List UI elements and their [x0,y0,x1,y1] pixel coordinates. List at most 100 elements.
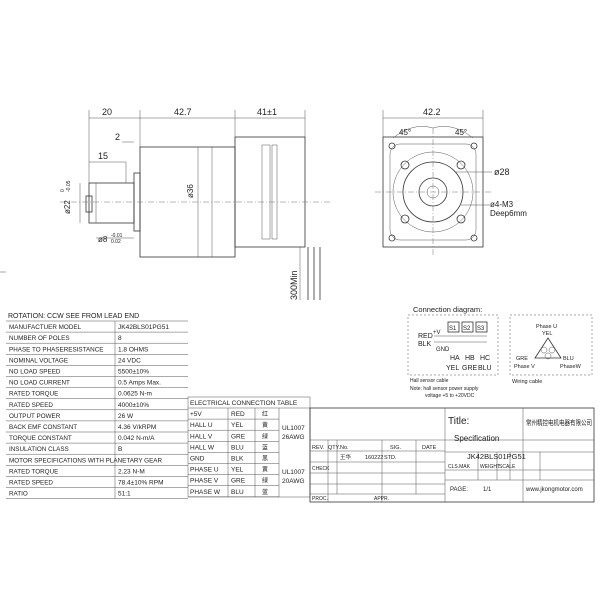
cable1-b: 26AWG [282,434,305,441]
yel-label: YEL [446,365,459,372]
rev-label: REV. [312,445,325,451]
phase-u-color: YEL [542,331,552,337]
gnd-label: GND [436,347,450,353]
cls-label: CLS.MAK [448,464,471,470]
spec-row-value: JK42BLS01PG51 [118,324,169,331]
elec-row-color: RED [231,411,245,418]
s2-label: S2 [463,326,471,332]
spec-row-label: RATED SPEED [9,402,53,409]
motor-body [234,136,306,248]
phase-u-label: Phase U [536,324,557,330]
elec-row-cn: 蓝 [262,488,268,496]
wiring-label: Wiring cable [512,379,542,385]
check-label: CHECK [312,466,330,472]
dim-phi8-tol2: 0.02 [111,239,121,245]
elec-row-pin: HALL V [190,433,213,440]
spec-row-label: RATED SPEED [9,480,53,487]
front-view: 42.2 45° 45° ø28 ø4-M3 Deep6mm [375,107,527,256]
spec-row-value: 8 [118,335,122,342]
dim-phi4m3: ø4-M3 [490,200,514,209]
dim-phi28: ø28 [494,167,510,177]
company-name: 常州精控电机电器有限公司 [526,418,592,427]
phase-v-label: Phase V [514,364,535,370]
elec-row-cn: 绿 [262,477,268,485]
dim-42-7: 42.7 [174,107,192,117]
spec-row-label: OUTPUT POWER [9,413,61,420]
dim-41: 41±1 [257,107,277,117]
hb-label: HB [465,355,475,362]
dim-phi22-tol: 0 [60,189,66,192]
spec-row-value: 51:1 [118,491,131,498]
spec-row-label: BACK EMF CONSTANT [9,424,77,431]
website: www.jkongmotor.com [525,487,583,493]
elec-row-cn: 红 [262,410,268,418]
spec-row-label: RATED TORQUE [9,468,58,475]
spec-row-label: NUMBER OF POLES [9,335,70,342]
red-label: RED [418,333,433,340]
s1-label: S1 [449,326,457,332]
dim-phi22: ø22 [63,200,72,214]
ha-label: HA [450,355,460,362]
num-val: 160222 [365,455,383,461]
elec-row-pin: HALL W [190,444,215,451]
page-label: PAGE: [450,487,468,493]
spec-row-label: PHASE TO PHASERESISTANCE [9,346,103,353]
mount-hole-3 [400,214,410,224]
gearbox-body [139,146,236,258]
elec-row-pin: PHASE V [190,478,219,485]
s3-label: S3 [477,326,485,332]
elec-row-color: YEL [231,422,244,429]
hc-label: HC [480,355,490,362]
dim-deep: Deep6mm [490,209,527,218]
spec-row-label: NO LOAD CURRENT [9,380,70,387]
note2: Note: hall sensor power supply [410,386,479,392]
blu-label: BLU [478,365,492,372]
gre-label: GRE [462,365,478,372]
mount-hole-4 [456,214,466,224]
elec-row-color: BLK [231,456,244,463]
elec-row-cn: 蓝 [262,443,268,451]
shaft-tip [85,195,93,213]
note1: Hall sensor cable [410,378,449,384]
spec-row-label: MOTOR SPECIFICATIONS WITH PLANETARY GEAR [9,457,162,464]
elec-row-color: YEL [231,467,244,474]
spec-row-value: 1.8 OHMS [118,346,149,353]
spec-row-label: TORQUE CONSTANT [9,435,72,442]
date-label: DATE [422,445,437,451]
spec-row-label: RATIO [9,491,28,498]
elec-row-pin: GND [190,456,205,463]
blk-label: BLK [418,341,432,348]
elec-row-color: GRE [231,433,246,440]
spec-row-value: 0.0625 N-m [118,391,152,398]
elec-row-cn: 黄 [262,421,268,429]
proc-label: PROC. [312,496,328,502]
weight-label: WEIGHT [480,464,500,470]
elec-row-color: BLU [231,444,244,451]
dim-20: 20 [102,107,112,117]
page-val: 1/1 [483,487,492,493]
dim-phi22-tol2: -0.05 [66,180,72,192]
elec-row-pin: +5V [190,411,202,418]
spec-row-label: NO LOAD SPEED [9,369,61,376]
qty-label: QTY. [328,445,341,451]
spec-row-label: RATED TORQUE [9,391,58,398]
sig-label: SIG. [390,445,401,451]
spec-row-value: 0.5 Amps Max. [118,380,161,387]
elec-header: ELECTRICAL CONNECTION TABLE [190,400,298,407]
dim-2: 2 [115,132,120,142]
elec-row-color: BLU [231,489,244,496]
cable2-a: UL1007 [282,469,305,476]
dim-15: 15 [98,151,108,161]
dim-phi36: ø36 [186,184,195,198]
electrical-table: ELECTRICAL CONNECTION TABLE +5V RED 红 HALL … [187,396,311,498]
title-label: Title: [448,416,469,427]
drawn-val: 王华 [340,453,352,461]
side-view: 20 42.7 41±1 2 15 ø22 0 -0.05 ø36 ø8 -0.… [60,107,330,300]
spec-row-value: B [118,446,122,453]
spec-title: Specification [454,434,499,443]
dim-300min: 300Min [289,270,299,300]
dim-42-2: 42.2 [423,107,441,117]
spec-table: ROTATION: CCW SEE FROM LEAD END MANUFACT… [6,313,188,499]
cable1-a: UL1007 [282,425,305,432]
